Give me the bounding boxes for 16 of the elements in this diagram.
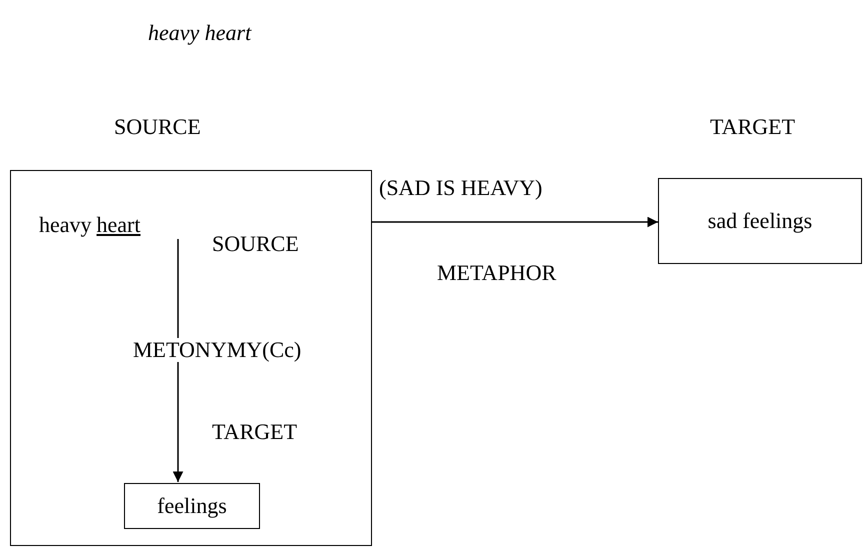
edge-label: METONYMY(Cc) [131, 338, 304, 362]
node-text: feelings [157, 493, 227, 519]
role-label: TARGET [212, 421, 298, 443]
role-label: SOURCE [114, 116, 201, 138]
arrow [172, 239, 184, 482]
arrow [372, 216, 658, 228]
role-label: SOURCE [212, 233, 299, 255]
word: heavy [39, 212, 92, 237]
node-text: sad feelings [708, 208, 812, 234]
label-box [124, 483, 260, 529]
title: heavy heart [148, 22, 252, 44]
underlined-word: heart [96, 212, 140, 237]
label-box [658, 178, 862, 264]
frame-box [10, 170, 372, 546]
role-label: TARGET [710, 116, 796, 138]
role-label: METAPHOR [437, 262, 556, 284]
